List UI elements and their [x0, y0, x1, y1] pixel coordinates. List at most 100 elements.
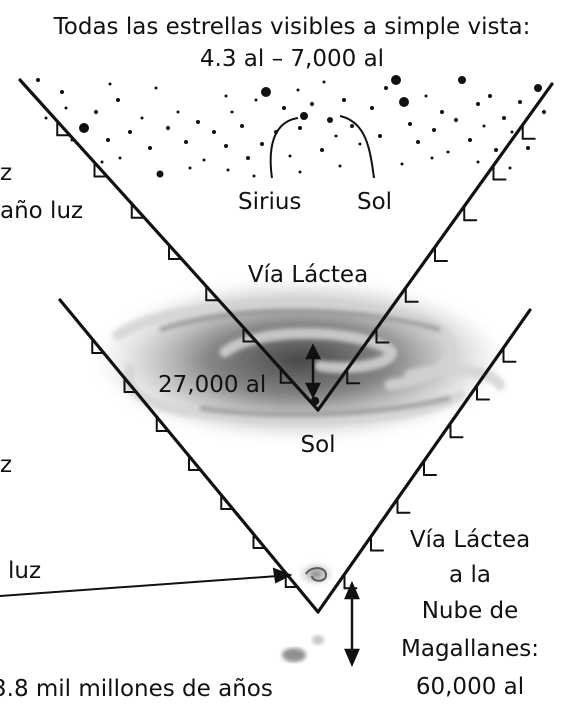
magellan-label-line1: Vía Láctea: [410, 527, 530, 553]
star-dot: [224, 94, 228, 98]
star-dot: [196, 120, 200, 124]
star-dot: [100, 160, 104, 164]
star-dot: [128, 130, 132, 134]
star-dot: [518, 100, 522, 104]
star-dot: [508, 166, 512, 170]
star-dot: [502, 116, 506, 120]
star-dot: [156, 170, 164, 178]
sun-pointer: [339, 115, 375, 179]
star-dot: [298, 170, 302, 174]
star-dot: [36, 78, 40, 82]
star-dot: [252, 174, 256, 178]
sun-star-label: Sol: [357, 189, 392, 215]
magellan-label-line5: 60,000 al: [416, 674, 524, 700]
sirius-pointer: [269, 117, 299, 179]
star-dot: [154, 86, 158, 90]
star-dot: [118, 156, 122, 160]
star-dot: [212, 130, 216, 134]
magellan-label-line3: Nube de: [422, 598, 519, 624]
star-dot: [378, 134, 382, 138]
star-dot: [350, 124, 354, 128]
star-dot: [526, 146, 530, 150]
star-dot: [202, 158, 206, 162]
star-dot: [260, 142, 264, 146]
star-dot: [334, 134, 338, 138]
star-dot: [94, 110, 98, 114]
star-dot: [60, 90, 64, 94]
star-dot: [400, 162, 404, 166]
star-dot: [108, 82, 112, 86]
star-dot: [310, 102, 314, 106]
star-dot: [458, 76, 466, 84]
star-dot: [476, 160, 480, 164]
left-fragment-d: luz: [8, 558, 41, 584]
magellanic-cloud: [282, 562, 334, 662]
galaxy-distance-arrow: [304, 343, 322, 406]
magellan-label-line4: Magallanes:: [401, 636, 539, 662]
star-dot: [370, 106, 374, 110]
star-pointers: [269, 112, 375, 179]
star-dot: [230, 110, 234, 114]
star-dot: [468, 138, 472, 142]
left-fragment-c: z: [0, 452, 12, 478]
star-dot: [534, 84, 542, 92]
sirius-label: Sirius: [238, 189, 301, 215]
star-dot: [282, 106, 286, 110]
star-dot: [44, 116, 48, 120]
left-fragment-a: z: [0, 160, 12, 186]
star-dot: [246, 156, 250, 160]
galaxy-sun-label: Sol: [300, 432, 335, 458]
star-dot: [542, 110, 546, 114]
magellan-pointer-arrow: [0, 567, 293, 597]
star-dot: [416, 140, 420, 144]
star-dot: [482, 124, 486, 128]
star-dot: [298, 126, 302, 130]
star-dot: [184, 140, 188, 144]
star-dot: [320, 148, 324, 152]
star-dot: [140, 116, 144, 120]
star-dot: [226, 168, 230, 172]
star-dot: [399, 97, 409, 107]
left-fragment-b: año luz: [0, 198, 83, 224]
star-dot: [430, 156, 434, 160]
star-dot: [432, 128, 436, 132]
star-dot: [288, 154, 292, 158]
star-dot: [322, 80, 326, 84]
star-dot: [342, 98, 346, 102]
top-caption-line1: Todas las estrellas visibles a simple vi…: [53, 14, 531, 40]
star-dot: [494, 148, 498, 152]
magellan-label-line2: a la: [449, 562, 491, 588]
star-dot: [358, 142, 362, 146]
star-dot: [391, 75, 401, 85]
star-field: [36, 75, 546, 178]
star-dot: [240, 124, 244, 128]
star-dot: [79, 123, 89, 133]
star-dot: [446, 150, 450, 154]
star-dot: [424, 94, 428, 98]
star-dot: [476, 102, 480, 106]
star-dot: [408, 122, 412, 126]
star-dot: [166, 126, 170, 130]
light-cones: [18, 78, 554, 614]
star-dot: [188, 166, 192, 170]
star-dot: [338, 164, 342, 168]
galaxy-title: Vía Láctea: [248, 262, 368, 288]
star-dot: [116, 98, 120, 102]
magellan-distance-arrow: [344, 580, 360, 668]
star-dot: [64, 106, 68, 110]
star-dot: [176, 110, 180, 114]
star-dot: [254, 98, 258, 102]
star-dot: [488, 94, 492, 98]
star-dot: [106, 138, 110, 142]
star-dot: [454, 118, 458, 122]
star-dot: [148, 146, 152, 150]
star-dot: [296, 88, 300, 92]
top-caption-line2: 4.3 al – 7,000 al: [200, 46, 384, 72]
star-dot: [440, 110, 444, 114]
star-dot: [510, 130, 514, 134]
galaxy-distance-label: 27,000 al: [158, 372, 266, 398]
star-dot: [384, 86, 388, 90]
star-dot: [261, 87, 271, 97]
